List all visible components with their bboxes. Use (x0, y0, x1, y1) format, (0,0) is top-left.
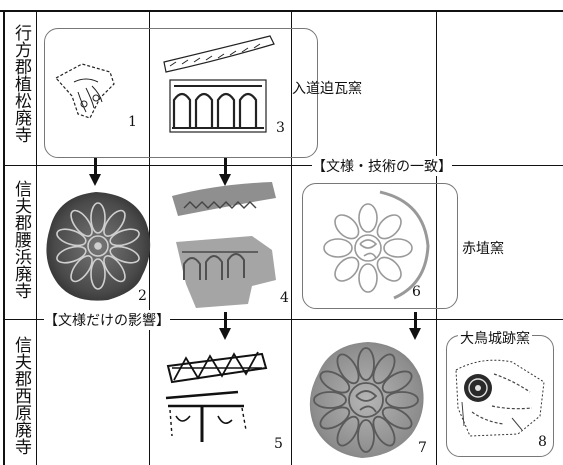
tile-fragment-3-drawing (160, 28, 278, 138)
figure-number-1: 1 (128, 114, 137, 130)
tile-fragment-7-photo (302, 338, 432, 462)
arrow-6-to-7 (409, 312, 421, 340)
annotation-pattern-and-technique: 【文様・技術の一致】 (312, 156, 452, 176)
row-label-uematsu: 行方郡植松廃寺 (8, 24, 30, 143)
kiln-label-otori: 大鳥城跡窯 (458, 328, 532, 348)
grid-label-column-divider (36, 10, 37, 465)
figure-number-2: 2 (138, 288, 147, 304)
figure-number-6: 6 (412, 284, 421, 300)
figure-number-7: 7 (418, 440, 427, 456)
arrow-4-to-5 (219, 312, 231, 340)
annotation-pattern-only: 【文様だけの影響】 (44, 310, 170, 330)
figure-number-5: 5 (274, 436, 283, 452)
row-label-nishihara: 信夫郡西原廃寺 (8, 336, 30, 455)
grid-left-border (3, 10, 5, 465)
grid-top-border (0, 10, 563, 12)
arrow-1-to-2 (89, 158, 101, 186)
tile-fragment-5-drawing (162, 346, 280, 450)
grid-row-divider-1 (3, 165, 563, 166)
tile-fragment-8-drawing (452, 352, 550, 442)
tile-fragment-1-drawing (52, 58, 132, 128)
tile-fragment-4-photo (168, 180, 286, 310)
figure-number-4: 4 (280, 290, 289, 306)
kiln-label-akahani: 赤埴窯 (462, 238, 504, 258)
kiln-label-nyudo: 入道迫瓦窯 (292, 78, 362, 98)
row-label-koshihama: 信夫郡腰浜廃寺 (8, 180, 30, 299)
figure-number-8: 8 (538, 434, 547, 450)
figure-number-3: 3 (276, 120, 285, 136)
